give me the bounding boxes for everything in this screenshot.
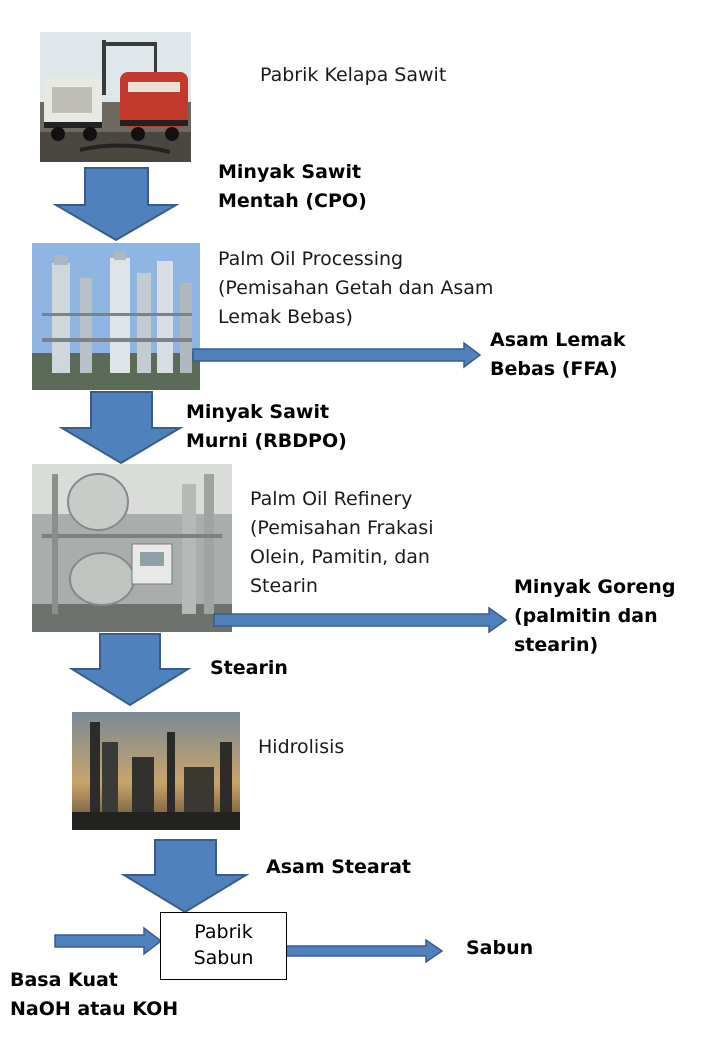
down-arrow-icon [58, 391, 184, 465]
stearin-label: Stearin [210, 657, 288, 679]
right-arrow-icon [271, 938, 444, 964]
rbdpo-label: Minyak Sawit Murni (RBDPO) [186, 401, 347, 452]
refinery-label: Palm Oil Refinery (Pemisahan Frakasi Ole… [250, 488, 434, 597]
mill-label: Pabrik Kelapa Sawit [260, 64, 447, 86]
ffa-label: Asam Lemak Bebas (FFA) [490, 329, 626, 380]
hydrolysis-label: Hidrolisis [258, 736, 345, 758]
processing-label: Palm Oil Processing (Pemisahan Getah dan… [218, 248, 494, 328]
soap-label: Sabun [466, 937, 534, 959]
cpo-label: Minyak Sawit Mentah (CPO) [218, 161, 367, 212]
right-arrow-icon [54, 926, 163, 956]
hydrolysis-plant-photo [72, 712, 240, 830]
tanker-trucks-photo [40, 32, 191, 162]
soap-factory-box: Pabrik Sabun [160, 912, 287, 980]
right-arrow-icon [192, 341, 482, 369]
refinery-equipment-photo [32, 464, 232, 632]
down-arrow-icon [120, 839, 250, 914]
cooking-oil-label: Minyak Goreng (palmitin dan stearin) [514, 576, 676, 656]
base-label: Basa Kuat NaOH atau KOH [10, 969, 179, 1020]
stearic-acid-label: Asam Stearat [266, 856, 411, 878]
down-arrow-icon [68, 633, 192, 707]
processing-plant-photo [32, 243, 200, 390]
down-arrow-icon [52, 167, 180, 242]
right-arrow-icon [213, 606, 508, 634]
